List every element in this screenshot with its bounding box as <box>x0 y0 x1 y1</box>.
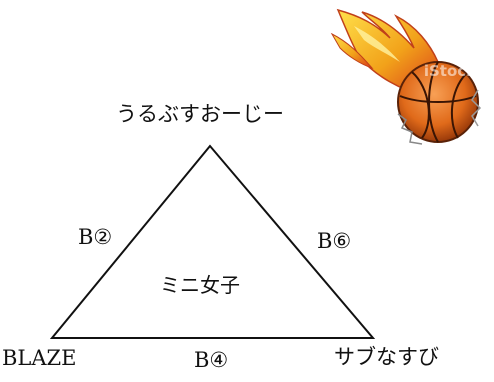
watermark-text: iStock <box>424 62 477 80</box>
bottom-edge-label: B④ <box>194 348 229 372</box>
right-edge-label: B⑥ <box>317 229 352 253</box>
flaming-basketball-icon: iStock <box>330 8 482 145</box>
left-edge-label: B② <box>78 225 113 249</box>
top-vertex-label: うるぶすおーじー <box>116 102 284 126</box>
right-vertex-label: サブなすび <box>334 345 439 369</box>
left-vertex-label: BLAZE <box>2 346 77 370</box>
center-label: ミニ女子 <box>160 273 240 297</box>
triangle-shape <box>49 144 376 339</box>
